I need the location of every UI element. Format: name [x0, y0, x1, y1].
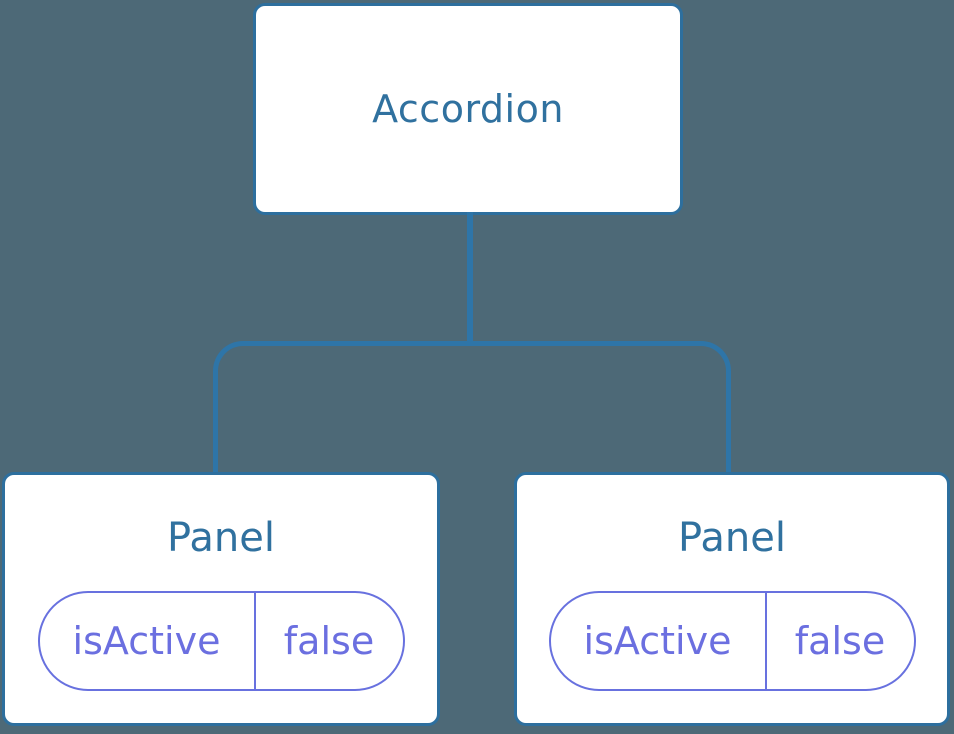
state-pill: isActive false	[548, 591, 916, 691]
panel-node-right: Panel isActive false	[514, 472, 950, 726]
panel-node-label: Panel	[678, 515, 786, 561]
connector-bracket	[213, 341, 731, 472]
accordion-node-label: Accordion	[372, 87, 564, 131]
state-key: isActive	[40, 593, 256, 689]
accordion-node: Accordion	[253, 3, 683, 215]
panel-node-label: Panel	[167, 515, 275, 561]
state-pill: isActive false	[37, 591, 405, 691]
state-key: isActive	[551, 593, 767, 689]
state-value: false	[283, 619, 375, 663]
panel-node-left: Panel isActive false	[2, 472, 440, 726]
state-value: false	[794, 619, 886, 663]
connector-stem	[467, 212, 473, 346]
